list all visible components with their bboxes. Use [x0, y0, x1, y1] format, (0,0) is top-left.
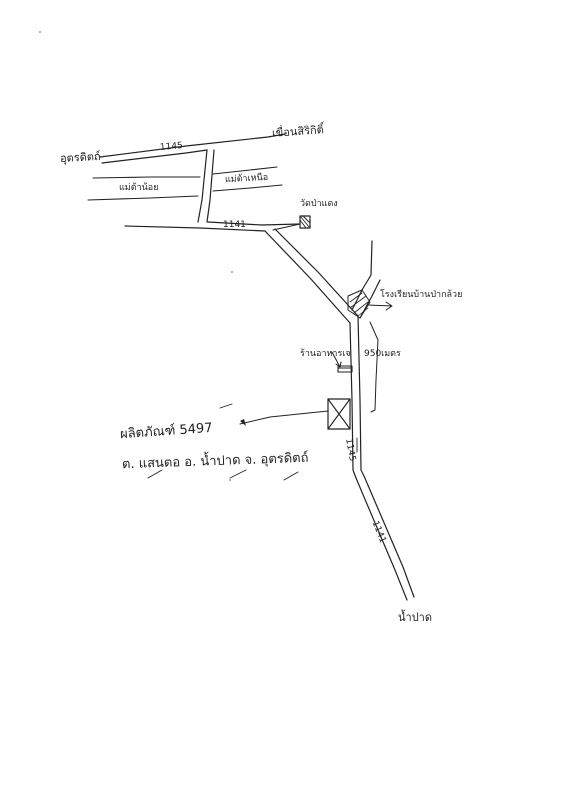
stray-dot — [39, 31, 41, 33]
deed-arrow-head — [240, 419, 246, 426]
road-connector-right — [206, 149, 215, 223]
road-mae-tan-nua-lower — [212, 184, 283, 192]
road-connector-left — [197, 149, 208, 223]
label-water-supply: วัดป่าแดง — [300, 199, 338, 209]
water-supply-hatch — [299, 215, 311, 229]
label-mae-tan-noi: แม่ต้าน้อย — [119, 183, 159, 193]
label-sirikit-dam: เขื่อนสิริกิติ์ — [271, 123, 325, 140]
label-nam-pat: น้ำปาด — [398, 611, 432, 624]
road-top-lower-edge — [101, 149, 208, 164]
school-area — [347, 289, 371, 319]
road-lower-left — [355, 477, 408, 601]
road-school-branch-left — [351, 240, 373, 311]
school-hatch — [349, 292, 369, 317]
stray-dot — [231, 271, 233, 273]
wat-box — [337, 365, 353, 373]
road-1141-lower — [124, 225, 266, 232]
label-uttaradit: อุตรดิตถ์ — [59, 149, 101, 166]
distance-marker — [369, 321, 379, 413]
address-underline — [147, 469, 299, 481]
road-mae-tan-noi-lower — [87, 195, 199, 201]
wat-arrow — [331, 351, 342, 368]
road-main-left — [349, 322, 357, 479]
label-route-junction: 1141 — [223, 220, 246, 230]
road-1141-upper — [207, 221, 301, 226]
school-arrow — [367, 301, 393, 311]
label-wat: ร้านอาหารเจ — [300, 349, 351, 359]
deed-arrow — [239, 410, 329, 425]
road-mae-tan-nua-upper — [212, 166, 278, 175]
title-underline — [219, 403, 233, 409]
road-main-right — [357, 315, 365, 477]
road-water-supply-spur — [272, 223, 301, 231]
road-diagonal-right — [274, 228, 359, 317]
road-lower-right — [363, 475, 415, 598]
road-diagonal-left — [264, 230, 351, 324]
label-distance: 950เมตร — [364, 349, 401, 359]
stray-dot — [229, 479, 231, 481]
land-parcel — [327, 398, 351, 430]
label-school: โรงเรียนบ้านป่ากล้วย — [380, 290, 463, 300]
water-supply-box — [299, 215, 311, 229]
road-top — [99, 133, 286, 158]
land-parcel-cross — [327, 398, 351, 430]
road-mae-tan-noi-upper — [92, 176, 201, 179]
